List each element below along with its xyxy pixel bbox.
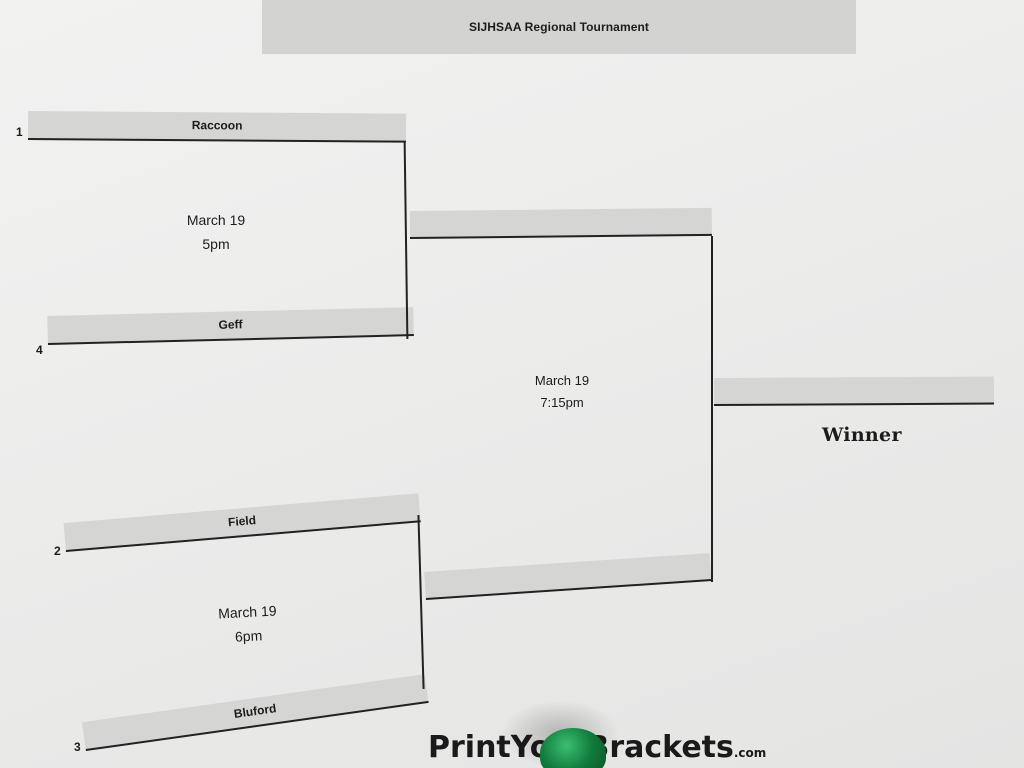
game-time: 6pm	[234, 627, 263, 645]
game-date: March 19	[534, 373, 590, 388]
team-name: Raccoon	[191, 118, 243, 133]
team-name: Field	[227, 513, 257, 530]
game-time: 7:15pm	[540, 395, 584, 410]
team-name: Geff	[218, 317, 243, 332]
tournament-title-bar: SIJHSAA Regional Tournament	[262, 0, 856, 54]
footer-brand-suffix: .com	[733, 746, 767, 760]
final-slot-bottom	[424, 553, 712, 600]
game-info-final: March 19 7:15pm	[510, 370, 614, 414]
bracket-connector-final	[711, 236, 713, 582]
team-slot-geff: Geff	[47, 307, 414, 345]
team-slot-raccoon: Raccoon	[28, 111, 407, 143]
game-time: 5pm	[202, 236, 230, 252]
seed-number-3: 3	[74, 740, 81, 754]
seed-number-2: 2	[54, 544, 61, 558]
green-pushpin	[540, 728, 606, 768]
game-info-bottom: March 19 6pm	[195, 597, 301, 650]
game-date: March 19	[186, 212, 246, 228]
final-slot-top	[409, 207, 712, 239]
team-slot-field: Field	[63, 493, 421, 552]
winner-label: Winner	[822, 424, 902, 446]
seed-number-4: 4	[36, 343, 43, 357]
bracket-connector-bottom	[417, 515, 425, 689]
team-name: Bluford	[232, 701, 278, 721]
tournament-title: SIJHSAA Regional Tournament	[468, 20, 650, 34]
winner-slot	[713, 376, 994, 406]
team-slot-bluford: Bluford	[81, 674, 429, 751]
game-info-top: March 19 5pm	[164, 208, 268, 256]
seed-number-1: 1	[16, 125, 23, 139]
